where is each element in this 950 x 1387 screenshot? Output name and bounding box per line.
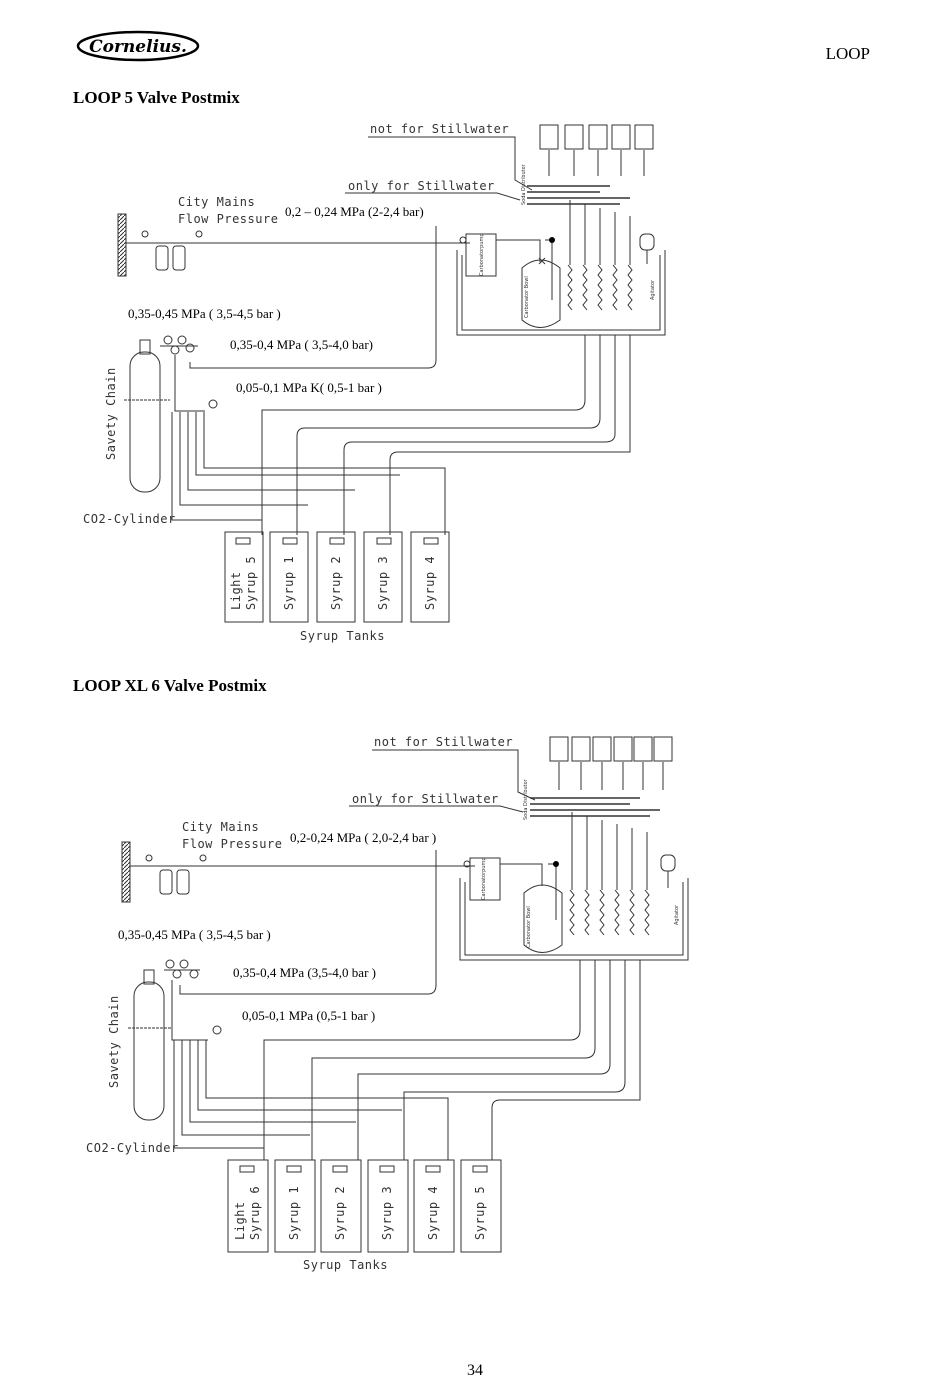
- label-only-for-stillwater-2: only for Stillwater: [352, 792, 499, 806]
- label-not-for-stillwater-2: not for Stillwater: [374, 735, 513, 749]
- label-syrup-tanks: Syrup Tanks: [300, 629, 385, 643]
- tank-label-5: Syrup 4: [423, 556, 437, 610]
- label-savety-chain: Savety Chain: [104, 367, 118, 460]
- label-carbonator-bowl-2: Carbonator Bowl: [526, 906, 532, 948]
- tank-label-xl-2: Syrup 1: [287, 1186, 301, 1240]
- label-flow-pressure: Flow Pressure: [178, 212, 278, 226]
- tank-label-1a: Light: [229, 571, 243, 610]
- syrup-tanks-group: Light Syrup 5 Syrup 1 Syrup 2 Syrup 3 Sy…: [224, 531, 450, 623]
- tank-label-xl-3: Syrup 2: [333, 1186, 347, 1240]
- section-title-loopxl6: LOOP XL 6 Valve Postmix: [73, 676, 267, 695]
- syrup-tanks-group-2: Light Syrup 6 Syrup 1 Syrup 2 Syrup 3 Sy…: [227, 1159, 502, 1253]
- tank-label-3: Syrup 2: [329, 556, 343, 610]
- label-co2-cylinder: CO2-Cylinder: [83, 512, 176, 526]
- dispense-valves: [539, 124, 654, 176]
- label-soda-distributor: Soda Distributor: [521, 163, 527, 205]
- tank-label-xl-6: Syrup 5: [473, 1186, 487, 1240]
- pressure-water-2: 0,2-0,24 MPa ( 2,0-2,4 bar ): [290, 830, 436, 845]
- pressure-water: 0,2 – 0,24 MPa (2-2,4 bar): [285, 204, 424, 219]
- label-only-for-stillwater: only for Stillwater: [348, 179, 495, 193]
- label-not-for-stillwater: not for Stillwater: [370, 122, 509, 136]
- pressure-co2-syrup: 0,05-0,1 MPa K( 0,5-1 bar ): [236, 380, 382, 395]
- tank-label-xl-1b: Syrup 6: [248, 1186, 262, 1240]
- pressure-co2-carbonator: 0,35-0,4 MPa ( 3,5-4,0 bar): [230, 337, 373, 352]
- label-carbonator-pump: Carbonatorpump: [479, 233, 485, 276]
- label-city-mains-2: City Mains: [182, 820, 259, 834]
- tank-label-4: Syrup 3: [376, 556, 390, 610]
- svg-text:Cornelius.: Cornelius.: [89, 37, 187, 57]
- label-soda-distributor-2: Soda Distributor: [523, 778, 529, 820]
- pressure-co2-main-2: 0,35-0,45 MPa ( 3,5-4,5 bar ): [118, 927, 271, 942]
- pressure-co2-main: 0,35-0,45 MPa ( 3,5-4,5 bar ): [128, 306, 281, 321]
- pressure-co2-syrup-2: 0,05-0,1 MPa (0,5-1 bar ): [242, 1008, 375, 1023]
- label-agitator: Agitator: [650, 279, 656, 300]
- dispense-valves-2: [549, 736, 673, 790]
- label-agitator-2: Agitator: [674, 904, 680, 925]
- tank-label-xl-1a: Light: [233, 1201, 247, 1240]
- label-carbonator-pump-2: Carbonatorpump: [481, 857, 487, 900]
- section-title-loop5: LOOP 5 Valve Postmix: [73, 88, 240, 107]
- loopxl6-schematic: not for Stillwater only for Stillwater C…: [86, 735, 689, 1272]
- tank-label-1b: Syrup 5: [244, 556, 258, 610]
- label-co2-cylinder-2: CO2-Cylinder: [86, 1141, 179, 1155]
- label-savety-chain-2: Savety Chain: [107, 995, 121, 1088]
- label-carbonator-bowl: Carbonator Bowl: [524, 276, 530, 318]
- pressure-co2-carbonator-2: 0,35-0,4 MPa (3,5-4,0 bar ): [233, 965, 376, 980]
- tank-label-xl-4: Syrup 3: [380, 1186, 394, 1240]
- loop5-schematic: not for Stillwater only for Stillwater C…: [83, 122, 666, 643]
- header-section-label: LOOP: [825, 44, 870, 63]
- label-syrup-tanks-2: Syrup Tanks: [303, 1258, 388, 1272]
- cornelius-logo: Cornelius.: [76, 30, 200, 62]
- label-flow-pressure-2: Flow Pressure: [182, 837, 282, 851]
- page-number: 34: [467, 1362, 483, 1379]
- label-city-mains: City Mains: [178, 195, 255, 209]
- tank-label-2: Syrup 1: [282, 556, 296, 610]
- tank-label-xl-5: Syrup 4: [426, 1186, 440, 1240]
